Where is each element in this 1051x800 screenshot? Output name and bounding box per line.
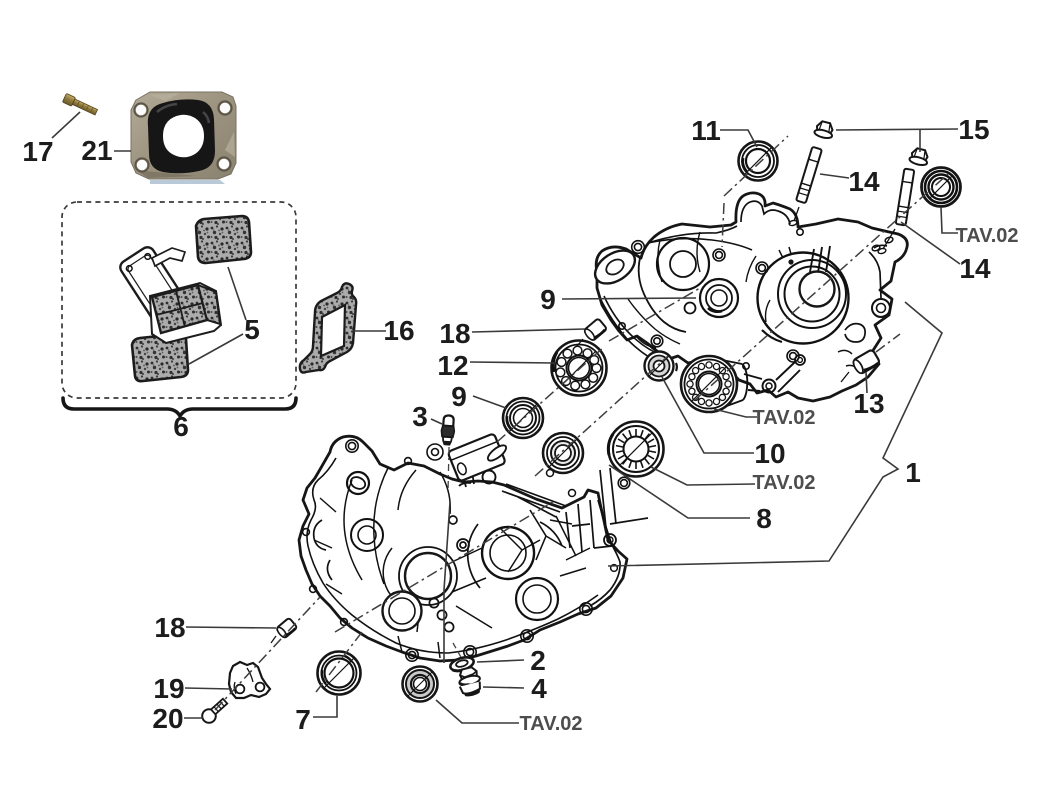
svg-text:12: 12 (437, 350, 468, 381)
svg-text:4: 4 (531, 673, 547, 704)
svg-text:TAV.02: TAV.02 (753, 407, 816, 429)
svg-text:8: 8 (756, 503, 772, 534)
svg-text:20: 20 (152, 703, 183, 734)
svg-text:10: 10 (754, 438, 785, 469)
svg-text:5: 5 (244, 314, 260, 345)
svg-text:TAV.02: TAV.02 (520, 713, 583, 735)
svg-text:11: 11 (691, 115, 721, 146)
svg-text:18: 18 (439, 318, 470, 349)
svg-text:13: 13 (853, 388, 884, 419)
svg-text:6: 6 (173, 411, 189, 442)
svg-text:14: 14 (848, 166, 880, 197)
svg-text:19: 19 (153, 673, 184, 704)
svg-text:TAV.02: TAV.02 (753, 472, 816, 494)
svg-text:1: 1 (905, 457, 921, 488)
svg-text:7: 7 (295, 704, 311, 735)
svg-text:18: 18 (154, 612, 185, 643)
svg-text:9: 9 (451, 381, 467, 412)
svg-text:16: 16 (383, 315, 414, 346)
svg-text:2: 2 (530, 645, 546, 676)
svg-text:3: 3 (412, 401, 428, 432)
svg-text:21: 21 (81, 135, 112, 166)
svg-text:9: 9 (540, 284, 556, 315)
svg-text:14: 14 (959, 253, 991, 284)
svg-text:TAV.02: TAV.02 (956, 225, 1019, 247)
svg-text:15: 15 (958, 114, 989, 145)
svg-text:17: 17 (22, 136, 53, 167)
